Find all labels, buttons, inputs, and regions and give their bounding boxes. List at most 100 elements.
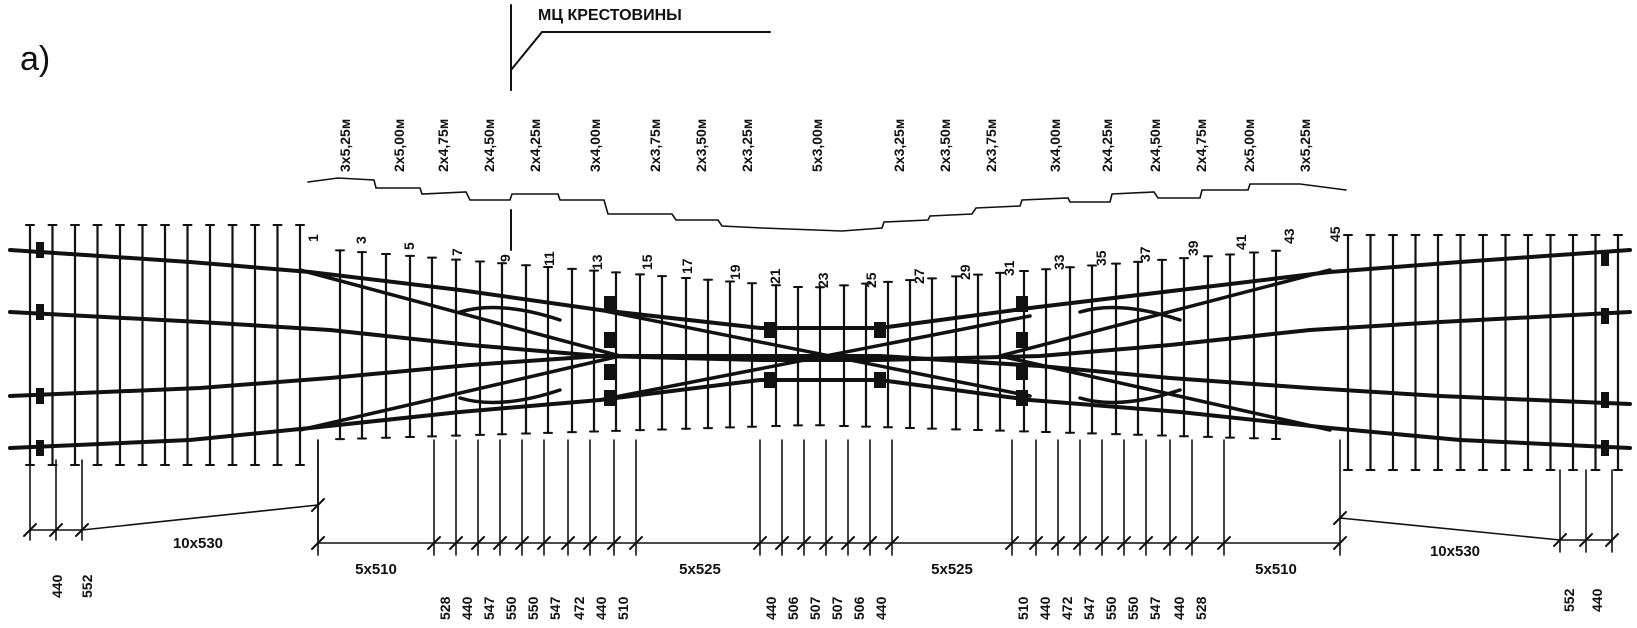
- dimension-value: 472: [571, 596, 587, 620]
- tie-number: 9: [497, 254, 513, 262]
- dimension-tick: [1163, 536, 1177, 550]
- joint-bar: [764, 372, 776, 388]
- tie-spacing-label: 2х3,75м: [983, 119, 999, 172]
- tie-spacing-label: 2х3,50м: [693, 119, 709, 172]
- tie-number: 29: [957, 264, 973, 280]
- dimension-tick: [1605, 533, 1619, 547]
- joint-bar: [1016, 332, 1028, 348]
- dimension-tick: [607, 536, 621, 550]
- rail-joint: [1601, 440, 1609, 456]
- dimension-value: 547: [547, 596, 563, 620]
- tie-spacing-label: 5х3,00м: [809, 119, 825, 172]
- dimension-tick: [427, 536, 441, 550]
- dimension-value: 440: [593, 596, 609, 620]
- tie-number: 37: [1137, 246, 1153, 262]
- guard-rail: [1078, 305, 1182, 322]
- tie-spacing-label: 2х5,00м: [391, 119, 407, 172]
- dimension-tick: [1005, 536, 1019, 550]
- dimension-tick: [819, 536, 833, 550]
- dimension-tick: [449, 536, 463, 550]
- dimension-value: 550: [525, 596, 541, 620]
- dimension-group: 5х525: [679, 561, 721, 578]
- dimension-value: 440: [763, 596, 779, 620]
- dimension-tick: [885, 536, 899, 550]
- tie-spacing-label: 3х5,25м: [1297, 119, 1313, 172]
- dimension-tick: [1117, 536, 1131, 550]
- dimension-value: 440: [873, 596, 889, 620]
- dimension-value: 510: [1015, 596, 1031, 620]
- diagonal-2: [598, 314, 1032, 402]
- rail-joint: [36, 242, 44, 258]
- tie-spacing-label: 2х4,25м: [527, 119, 543, 172]
- joint-bar: [764, 322, 776, 338]
- dimension-value: 507: [807, 596, 823, 620]
- tie-spacing-label: 3х4,00м: [1047, 119, 1063, 172]
- dimension-value: 550: [1103, 596, 1119, 620]
- dimension-tick: [863, 536, 877, 550]
- tie-number: 5: [401, 242, 417, 250]
- joint-bar: [874, 372, 886, 388]
- frog-left-lower: [298, 354, 622, 432]
- tie-spacing-label: 2х4,75м: [1193, 119, 1209, 172]
- dimension-tick: [1139, 536, 1153, 550]
- tie-number: 43: [1281, 228, 1297, 244]
- dimension-span: 10х530: [173, 535, 223, 552]
- joint-bar: [874, 322, 886, 338]
- dimension-value: 440: [1171, 596, 1187, 620]
- dimension-tick: [775, 536, 789, 550]
- dimension-value: 547: [1081, 596, 1097, 620]
- tie-number: 15: [639, 254, 655, 270]
- tie-spacing-label: 2х4,50м: [481, 119, 497, 172]
- dimension-value: 547: [1147, 596, 1163, 620]
- tie-number: 35: [1093, 250, 1109, 266]
- dimension-tick: [629, 536, 643, 550]
- frog-right-upper: [998, 268, 1332, 358]
- tie-number: 21: [767, 268, 783, 284]
- tie-number: 25: [863, 272, 879, 288]
- tie-spacing-labels: 3х5,25м 2х5,00м 2х4,75м 2х4,50м 2х4,25м 3х4,0…: [337, 119, 1313, 172]
- dimension-tick: [471, 536, 485, 550]
- dimension-span: 10х530: [1430, 543, 1480, 560]
- tie-number: 19: [727, 264, 743, 280]
- rail-joint: [1601, 308, 1609, 324]
- tie-spacing-label: 2х3,75м: [647, 119, 663, 172]
- tie-spacing-label: 2х3,25м: [739, 119, 755, 172]
- tie-spacing-label: 3х4,00м: [587, 119, 603, 172]
- dimension-tick: [1217, 536, 1231, 550]
- dimension-tick: [1333, 536, 1347, 550]
- tie-number: 17: [679, 258, 695, 274]
- joint-bar: [604, 390, 616, 406]
- dimension-tick: [493, 536, 507, 550]
- tie-number: 1: [305, 234, 321, 242]
- tie-number: 39: [1185, 240, 1201, 256]
- rail-joint: [36, 440, 44, 456]
- dimension-value: 507: [829, 596, 845, 620]
- tie-number: 11: [541, 251, 557, 266]
- dimension-value: 552: [1561, 588, 1577, 612]
- track-structure: [8, 4, 1632, 556]
- dimension-tick: [1095, 536, 1109, 550]
- dimension-tick: [515, 536, 529, 550]
- dimension-line: [81, 504, 319, 531]
- dimension-tick: [1185, 536, 1199, 550]
- tie-number: 27: [911, 268, 927, 284]
- dimension-tick: [311, 536, 325, 550]
- rail-joint: [1601, 392, 1609, 408]
- dimension-value: 528: [1193, 596, 1209, 620]
- tie-number: 23: [815, 272, 831, 288]
- dimension-tick: [537, 536, 551, 550]
- dimension-value: 510: [615, 596, 631, 620]
- rail-joint: [36, 388, 44, 404]
- tie-number: 7: [449, 248, 465, 256]
- crossing-center-title: МЦ КРЕСТОВИНЫ: [538, 7, 682, 24]
- dimension-value: 440: [459, 596, 475, 620]
- dimension-group: 5х525: [931, 561, 973, 578]
- tie-spacing-label: 2х4,50м: [1147, 119, 1163, 172]
- tie-number: 41: [1233, 234, 1249, 250]
- dimension-tick: [1579, 533, 1593, 547]
- rail-joint: [36, 304, 44, 320]
- dimension-value: 550: [1125, 596, 1141, 620]
- dimension-tick: [1051, 536, 1065, 550]
- tie-spacing-label: 3х5,25м: [337, 119, 353, 172]
